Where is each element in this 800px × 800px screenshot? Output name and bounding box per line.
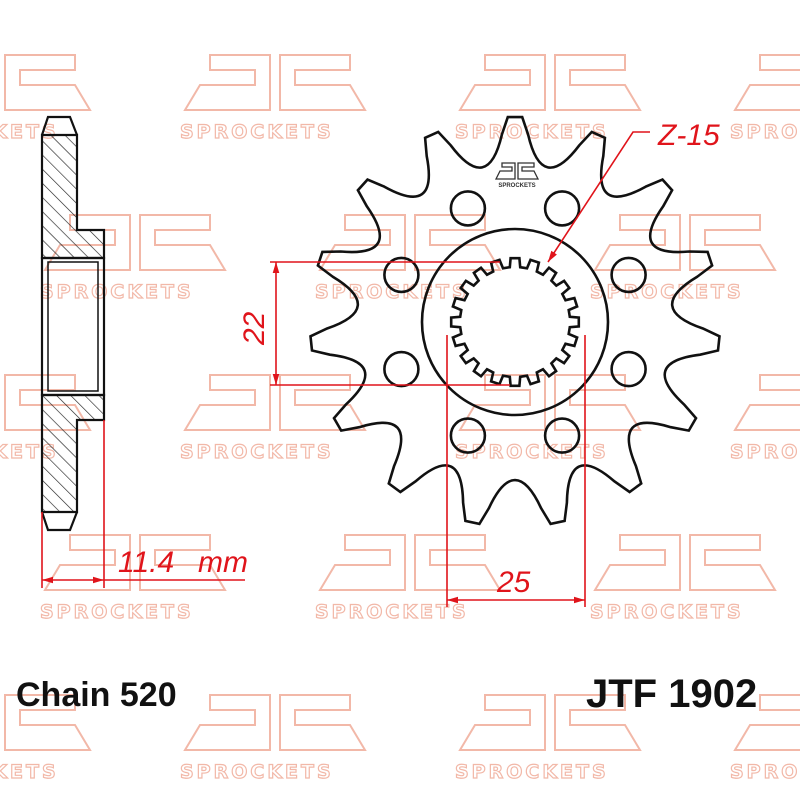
svg-text:SPROCKETS: SPROCKETS — [315, 601, 469, 623]
bolt-hole — [449, 417, 487, 454]
svg-text:SPROCKETS: SPROCKETS — [590, 281, 744, 303]
watermark-tile: SPROCKETS — [179, 374, 367, 464]
bolt-hole — [449, 190, 487, 227]
watermark-tile: SPROCKETS — [729, 374, 800, 464]
bolt-hole — [610, 350, 647, 388]
svg-text:SPROCKETS: SPROCKETS — [590, 601, 744, 623]
side-view-bore — [40, 256, 106, 397]
svg-text:SPROCKETS: SPROCKETS — [180, 761, 334, 783]
watermark-tile: SPROCKETS — [454, 374, 642, 464]
dimensions — [41, 131, 650, 607]
spline-bore — [449, 256, 581, 388]
hub-circle — [420, 227, 610, 417]
bolt-hole — [543, 417, 581, 454]
watermark-tile: SPROCKETS — [454, 694, 642, 784]
jt-logo-text: SPROCKETS — [498, 183, 535, 189]
bolt-hole — [543, 190, 581, 227]
svg-text:SPROCKETS: SPROCKETS — [180, 441, 334, 463]
hub-dimension-label: 25 — [496, 566, 531, 599]
watermark-tile: SPROCKETS — [589, 534, 777, 624]
side-view-hatched-body-lower — [40, 393, 106, 514]
front-view — [309, 115, 721, 526]
watermark-tile: SPROCKETS — [454, 54, 642, 144]
side-view — [40, 115, 106, 532]
watermark-tile: SPROCKETS — [314, 534, 502, 624]
chain-label: Chain 520 — [16, 676, 177, 714]
svg-text:SPROCKETS: SPROCKETS — [40, 281, 194, 303]
svg-text:SPROCKETS: SPROCKETS — [730, 441, 800, 463]
svg-text:SPROCKETS: SPROCKETS — [455, 761, 609, 783]
svg-text:SPROCKETS: SPROCKETS — [455, 121, 609, 143]
teeth-count-label: Z-15 — [657, 119, 720, 152]
watermark-tile: SPROCKETS — [39, 534, 227, 624]
bolt-hole — [383, 256, 420, 294]
thickness-unit-label: mm — [198, 546, 248, 579]
side-view-top-tip — [40, 115, 79, 136]
thickness-value-label: 11.4 — [118, 546, 174, 579]
bolt-holes — [383, 190, 647, 454]
bolt-hole — [610, 256, 647, 294]
sprocket-outline — [309, 115, 721, 526]
svg-text:SPROCKETS: SPROCKETS — [730, 761, 800, 783]
side-view-bottom-tip — [40, 511, 79, 532]
bolt-hole — [383, 350, 420, 388]
svg-text:SPROCKETS: SPROCKETS — [40, 601, 194, 623]
part-number: JTF 1902 — [586, 672, 758, 716]
watermark-tile: SPROCKETS — [179, 694, 367, 784]
svg-text:SPROCKETS: SPROCKETS — [455, 441, 609, 463]
side-view-hatched-body — [40, 133, 106, 260]
watermark-tile: SPROCKETS — [729, 54, 800, 144]
watermark-tile: SPROCKETS — [179, 54, 367, 144]
spline-dimension-label: 22 — [238, 311, 271, 346]
svg-text:SPROCKETS: SPROCKETS — [0, 761, 59, 783]
watermark-tile: SPROCKETS — [0, 694, 92, 784]
svg-text:SPROCKETS: SPROCKETS — [180, 121, 334, 143]
watermark-tile: SPROCKETS — [729, 694, 800, 784]
svg-text:SPROCKETS: SPROCKETS — [730, 121, 800, 143]
z-leader — [547, 131, 650, 263]
jt-logo: SPROCKETS — [494, 162, 540, 189]
